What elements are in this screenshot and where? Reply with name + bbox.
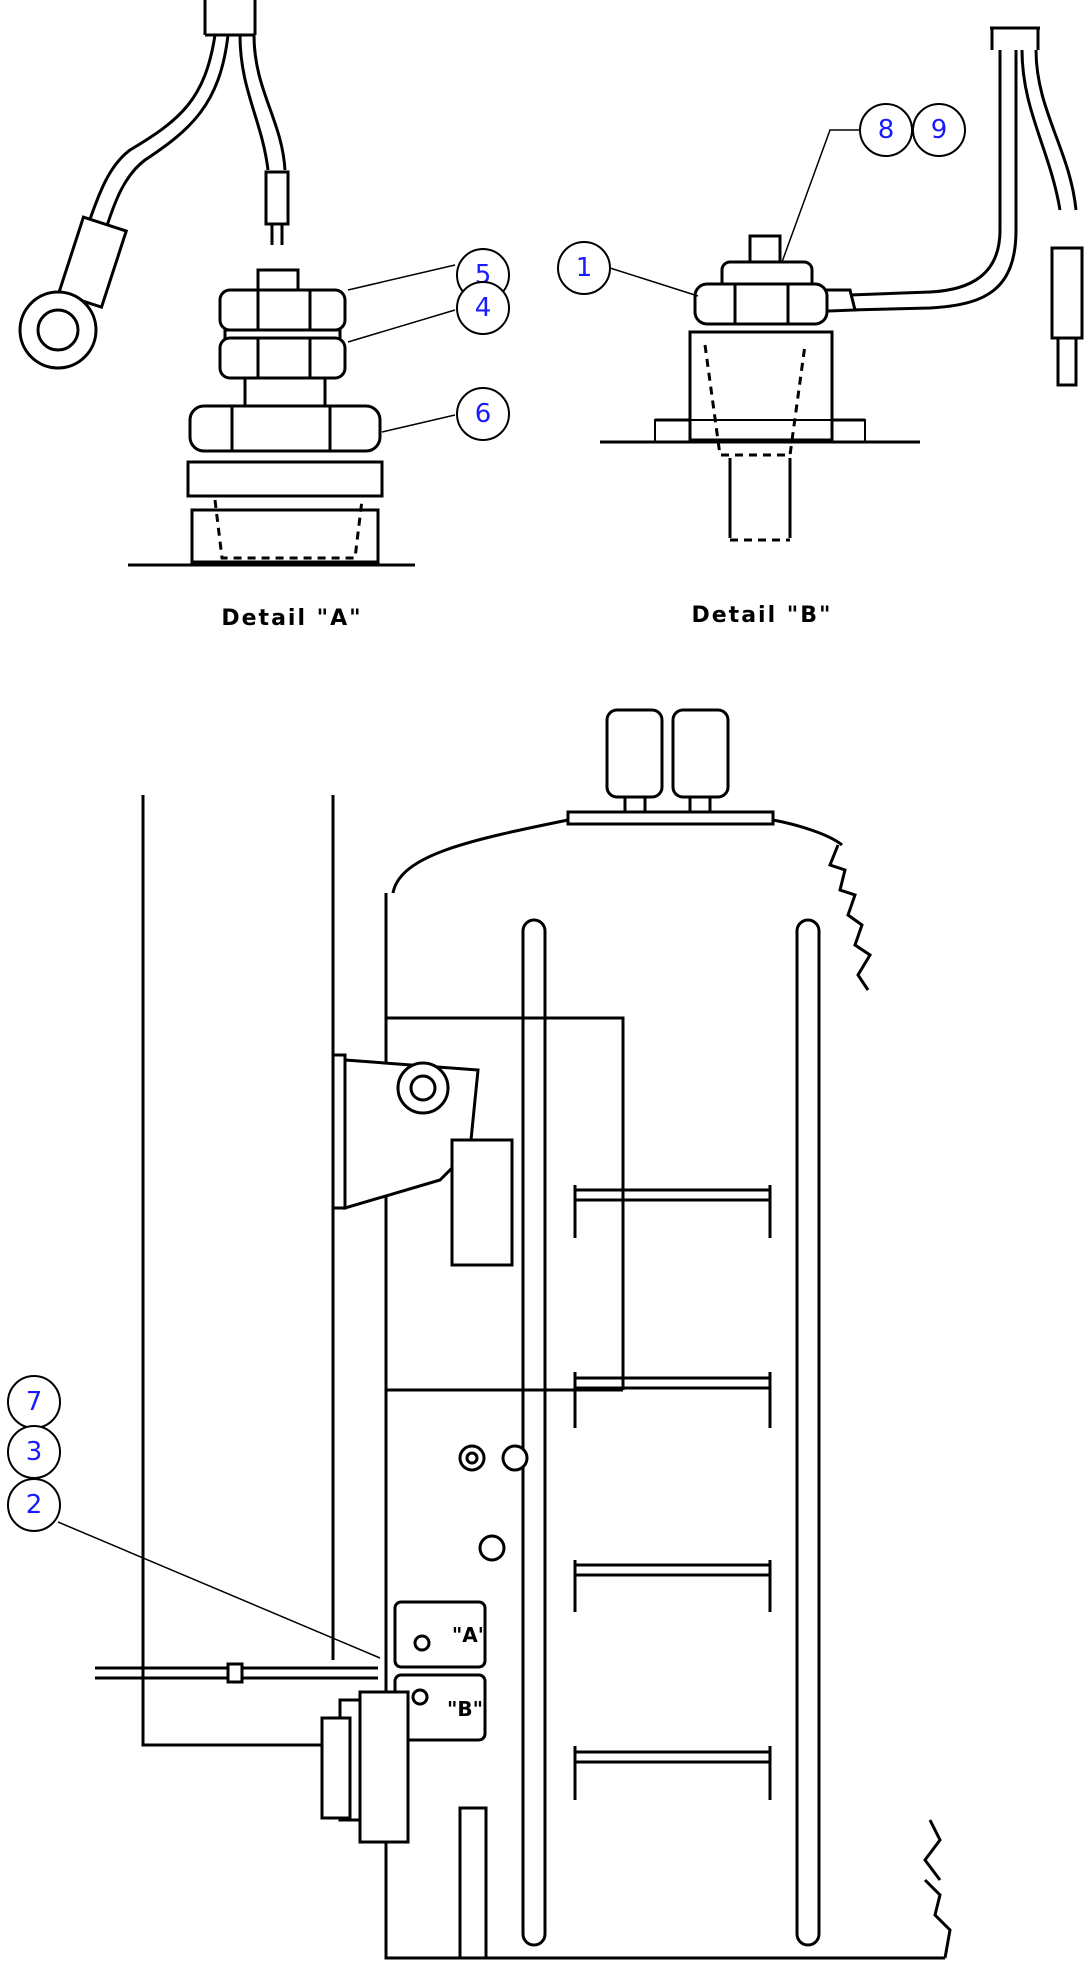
main-assembly-drawing: [95, 708, 952, 1960]
svg-text:7: 7: [26, 1387, 43, 1417]
detail-a-caption: Detail "A": [221, 606, 362, 631]
detail-a-drawing: [18, 0, 415, 567]
detail-b-caption: Detail "B": [692, 603, 833, 628]
callout-6: 6: [456, 387, 510, 441]
svg-text:6: 6: [475, 399, 492, 429]
view-tag-b: "B": [447, 1697, 483, 1721]
callout-1: 1: [557, 241, 611, 295]
callout-2: 2: [7, 1478, 61, 1532]
callout-3: 3: [7, 1425, 61, 1479]
svg-text:1: 1: [576, 253, 593, 283]
callout-7: 7: [7, 1375, 61, 1429]
svg-text:9: 9: [931, 115, 948, 145]
leader-lines: [57, 129, 862, 1659]
callout-4: 4: [456, 281, 510, 335]
svg-text:8: 8: [878, 115, 895, 145]
detail-b-drawing: [600, 26, 1084, 542]
svg-text:4: 4: [475, 293, 492, 323]
svg-text:2: 2: [26, 1490, 43, 1520]
svg-text:3: 3: [26, 1437, 43, 1467]
callout-8: 8: [859, 103, 913, 157]
view-tag-a: "A": [452, 1623, 488, 1647]
callout-9: 9: [912, 103, 966, 157]
